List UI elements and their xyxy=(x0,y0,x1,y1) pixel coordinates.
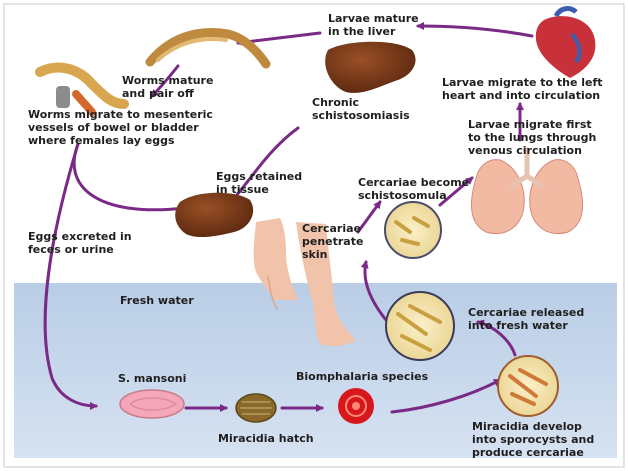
label-eggs-retained: Eggs retained in tissue xyxy=(216,170,302,196)
label-miracidia-hatch: Miracidia hatch xyxy=(218,432,314,445)
label-worms-mature: Worms mature and pair off xyxy=(122,74,213,100)
label-cercariae-released: Cercariae released into fresh water xyxy=(468,306,584,332)
label-larvae-left-heart: Larvae migrate to the left heart and int… xyxy=(442,76,603,102)
label-miracidia-develop: Miracidia develop into sporocysts and pr… xyxy=(472,420,594,459)
label-chronic-schistosomiasis: Chronic schistosomiasis xyxy=(312,96,410,122)
sporocysts-circle xyxy=(498,356,558,416)
label-biomphalaria: Biomphalaria species xyxy=(296,370,428,383)
label-s-mansoni: S. mansoni xyxy=(118,372,186,385)
label-worms-migrate: Worms migrate to mesenteric vessels of b… xyxy=(28,108,213,147)
cercariae-circle xyxy=(386,292,454,360)
label-fresh-water: Fresh water xyxy=(120,294,194,307)
snail-illustration xyxy=(338,388,374,424)
label-larvae-mature-liver: Larvae mature in the liver xyxy=(328,12,419,38)
label-cercariae-penetrate: Cercariae penetrate skin xyxy=(302,222,363,261)
schistosomula-circle xyxy=(385,202,441,258)
label-cercariae-schistosomula: Cercariae become schistosomula xyxy=(358,176,469,202)
label-larvae-lungs: Larvae migrate first to the lungs throug… xyxy=(468,118,596,157)
egg-illustration xyxy=(120,390,184,418)
miracidium-illustration xyxy=(236,394,276,422)
label-eggs-excreted: Eggs excreted in feces or urine xyxy=(28,230,132,256)
